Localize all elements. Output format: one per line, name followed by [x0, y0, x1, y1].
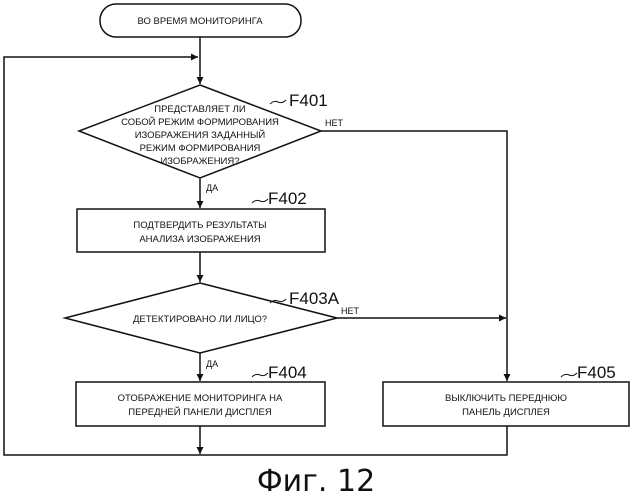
F401-yes: ДА	[206, 183, 218, 193]
process-F405: ВЫКЛЮЧИТЬ ПЕРЕДНЮЮ ПАНЕЛЬ ДИСПЛЕЯ F405	[383, 363, 629, 426]
F403A-label: F403A	[289, 289, 340, 308]
start-text: ВО ВРЕМЯ МОНИТОРИНГА	[137, 16, 263, 27]
process-F402: ПОДТВЕРДИТЬ РЕЗУЛЬТАТЫ АНАЛИЗА ИЗОБРАЖЕН…	[77, 189, 325, 252]
F405-label: F405	[577, 363, 616, 382]
F404-line: ПЕРЕДНЕЙ ПАНЕЛИ ДИСПЛЕЯ	[128, 406, 272, 418]
F402-label: F402	[268, 189, 307, 208]
arrow-F401-no	[321, 131, 507, 381]
F401-label: F401	[289, 91, 328, 110]
F401-line: ИЗОБРАЖЕНИЯ?	[160, 156, 239, 167]
F402-line: ПОДТВЕРДИТЬ РЕЗУЛЬТАТЫ	[133, 220, 266, 231]
F405-line: ВЫКЛЮЧИТЬ ПЕРЕДНЮЮ	[445, 393, 567, 404]
figure-caption: Фиг. 12	[257, 464, 375, 499]
F404-label: F404	[268, 363, 307, 382]
F401-no: НЕТ	[325, 118, 344, 128]
F401-line: РЕЖИМ ФОРМИРОВАНИЯ	[140, 143, 261, 154]
F401-line: ПРЕДСТАВЛЯЕТ ЛИ	[154, 104, 246, 115]
start-terminal: ВО ВРЕМЯ МОНИТОРИНГА	[100, 4, 301, 37]
F402-line: АНАЛИЗА ИЗОБРАЖЕНИЯ	[139, 234, 260, 245]
F401-line: ИЗОБРАЖЕНИЯ ЗАДАННЫЙ	[135, 129, 266, 141]
F403A-yes: ДА	[206, 359, 218, 369]
F403A-no: НЕТ	[341, 306, 360, 316]
decision-F403A: ДЕТЕКТИРОВАНО ЛИ ЛИЦО? F403A НЕТ ДА	[65, 283, 360, 369]
F403A-line: ДЕТЕКТИРОВАНО ЛИ ЛИЦО?	[133, 314, 267, 325]
line-F405-down	[200, 426, 507, 455]
F404-line: ОТОБРАЖЕНИЕ МОНИТОРИНГА НА	[118, 393, 283, 404]
F405-line: ПАНЕЛЬ ДИСПЛЕЯ	[462, 407, 550, 418]
F401-line: СОБОЙ РЕЖИМ ФОРМИРОВАНИЯ	[121, 116, 279, 128]
decision-F401: ПРЕДСТАВЛЯЕТ ЛИ СОБОЙ РЕЖИМ ФОРМИРОВАНИЯ…	[79, 85, 344, 193]
